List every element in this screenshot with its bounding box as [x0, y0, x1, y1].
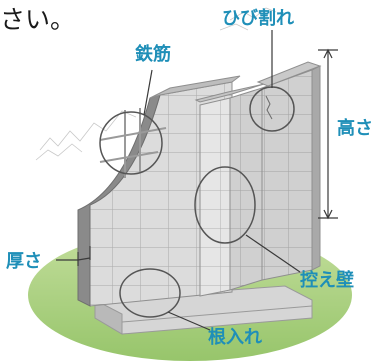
- thickness-dimension: [56, 246, 91, 266]
- label-thickness: 厚さ: [6, 251, 42, 272]
- buttress: [194, 83, 265, 297]
- label-rebar: 鉄筋: [135, 44, 171, 65]
- rebar-callout-circle: [99, 111, 163, 175]
- wall-right-section: [256, 61, 322, 281]
- buttress-callout-circle: [194, 166, 256, 244]
- rebar-lines: [99, 108, 167, 178]
- embedment-callout-circle: [119, 268, 181, 318]
- label-height: 高さ: [337, 118, 373, 139]
- wall-left-cap: [149, 75, 241, 99]
- leader-lines: [143, 30, 301, 331]
- label-crack: ひび割れ: [222, 8, 294, 29]
- caption-fragment: さい。: [0, 5, 76, 34]
- label-buttress: 控え壁: [300, 270, 354, 291]
- height-dimension: [318, 48, 338, 220]
- label-embedment: 根入れ: [208, 327, 262, 348]
- crack-mark: [265, 95, 273, 120]
- background-sketch: [35, 7, 277, 161]
